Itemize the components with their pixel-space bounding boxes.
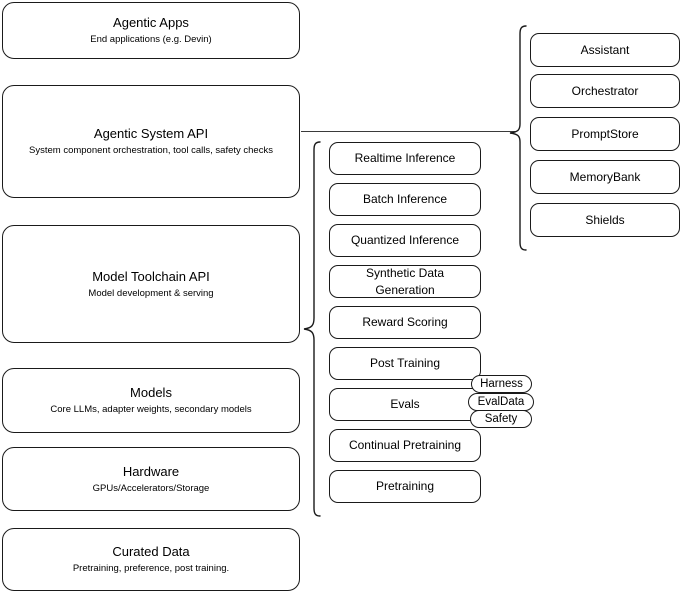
pill-label: EvalData — [477, 396, 525, 408]
toolchain-component-post-training[interactable]: Post Training — [329, 347, 481, 380]
system-component-assistant[interactable]: Assistant — [530, 33, 680, 67]
brace-toolchain-components — [302, 140, 322, 518]
component-label: PromptStore — [571, 126, 639, 141]
system-component-promptstore[interactable]: PromptStore — [530, 117, 680, 151]
connector-system-api-to-components — [301, 131, 516, 133]
component-label: Quantized Inference — [350, 233, 460, 247]
stack-layer-title: Agentic System API — [93, 126, 209, 141]
stack-layer-subtitle: Pretraining, preference, post training. — [72, 563, 230, 574]
component-label: Synthetic Data Generation — [365, 265, 445, 297]
stack-layer-curated-data[interactable]: Curated Data Pretraining, preference, po… — [2, 528, 300, 591]
stack-layer-subtitle: End applications (e.g. Devin) — [90, 34, 212, 45]
component-label: Orchestrator — [571, 83, 639, 98]
toolchain-component-realtime-inference[interactable]: Realtime Inference — [329, 142, 481, 175]
component-label: Pretraining — [375, 479, 435, 493]
component-label: Realtime Inference — [354, 151, 456, 165]
stack-layer-hardware[interactable]: Hardware GPUs/Accelerators/Storage — [2, 447, 300, 511]
stack-layer-title: Model Toolchain API — [92, 268, 210, 284]
stack-layer-models[interactable]: Models Core LLMs, adapter weights, secon… — [2, 368, 300, 433]
component-label: MemoryBank — [569, 169, 641, 184]
eval-subcomponent-evaldata[interactable]: EvalData — [468, 393, 534, 411]
component-label: Post Training — [369, 356, 441, 370]
toolchain-component-pretraining[interactable]: Pretraining — [329, 470, 481, 503]
toolchain-component-quantized-inference[interactable]: Quantized Inference — [329, 224, 481, 257]
component-label: Batch Inference — [362, 192, 448, 206]
toolchain-component-evals[interactable]: Evals — [329, 388, 481, 421]
toolchain-component-continual-pretraining[interactable]: Continual Pretraining — [329, 429, 481, 462]
stack-layer-title: Agentic Apps — [113, 15, 189, 30]
stack-layer-subtitle: GPUs/Accelerators/Storage — [92, 482, 210, 494]
system-component-memorybank[interactable]: MemoryBank — [530, 160, 680, 194]
pill-label: Safety — [484, 413, 518, 425]
component-label: Continual Pretraining — [348, 438, 462, 452]
component-label: Shields — [585, 212, 625, 227]
brace-system-components — [508, 24, 528, 252]
stack-layer-agentic-apps[interactable]: Agentic Apps End applications (e.g. Devi… — [2, 2, 300, 59]
toolchain-component-synthetic-data-generation[interactable]: Synthetic Data Generation — [329, 265, 481, 298]
toolchain-component-batch-inference[interactable]: Batch Inference — [329, 183, 481, 216]
component-label: Assistant — [580, 42, 630, 57]
pill-label: Harness — [480, 378, 523, 390]
toolchain-component-reward-scoring[interactable]: Reward Scoring — [329, 306, 481, 339]
stack-layer-agentic-system-api[interactable]: Agentic System API System component orch… — [2, 85, 300, 198]
system-component-shields[interactable]: Shields — [530, 203, 680, 237]
stack-layer-title: Curated Data — [112, 544, 190, 559]
stack-layer-title: Models — [130, 385, 172, 400]
stack-layer-subtitle: Model development & serving — [88, 287, 214, 299]
stack-layer-subtitle: System component orchestration, tool cal… — [29, 145, 273, 156]
stack-layer-model-toolchain-api[interactable]: Model Toolchain API Model development & … — [2, 225, 300, 343]
stack-layer-subtitle: Core LLMs, adapter weights, secondary mo… — [50, 404, 252, 415]
eval-subcomponent-harness[interactable]: Harness — [471, 375, 532, 393]
component-label: Reward Scoring — [362, 315, 448, 329]
eval-subcomponent-safety[interactable]: Safety — [470, 410, 532, 428]
system-component-orchestrator[interactable]: Orchestrator — [530, 74, 680, 108]
component-label: Evals — [390, 397, 420, 411]
stack-layer-title: Hardware — [122, 463, 180, 479]
